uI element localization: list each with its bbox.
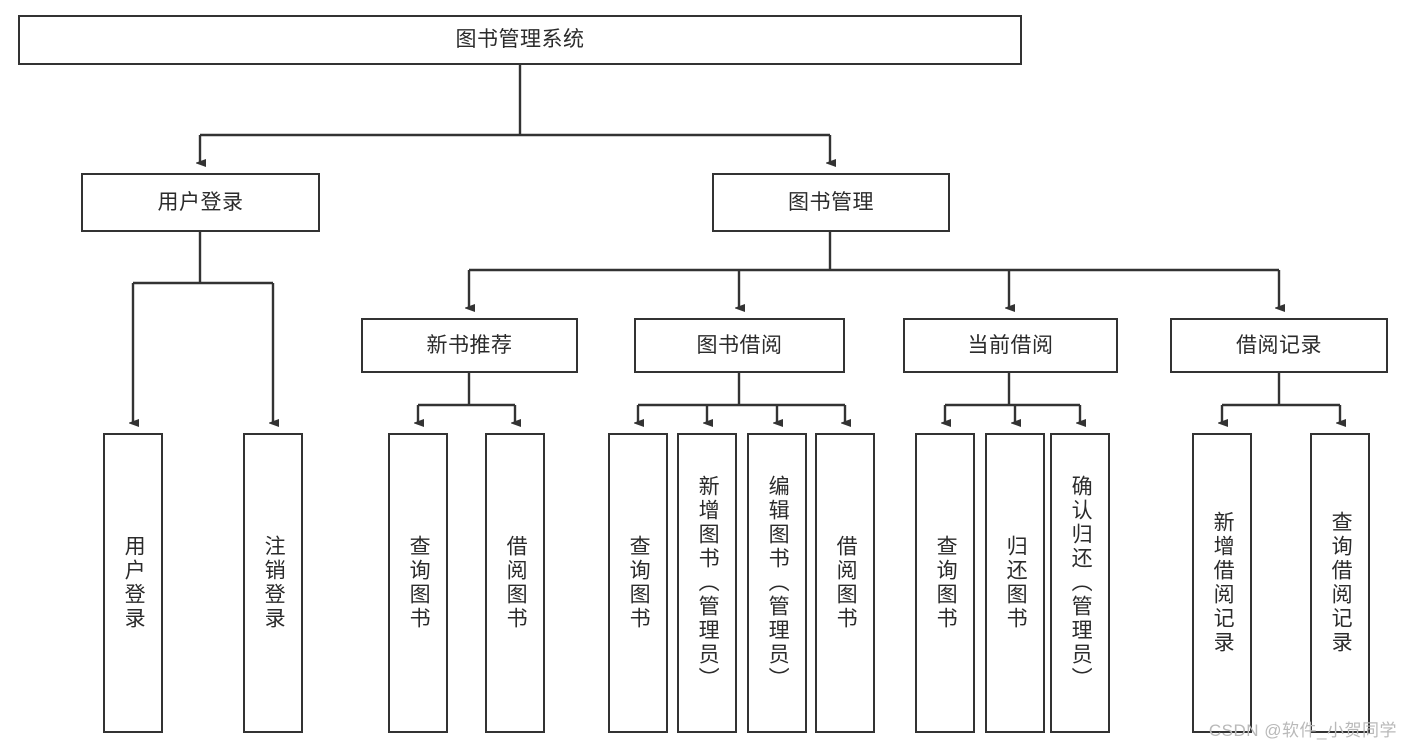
leaf-label: 新增图书（管理员） — [696, 475, 720, 691]
node-current-borrow[interactable]: 当前借阅 — [903, 318, 1118, 373]
node-borrow-record-label: 借阅记录 — [1236, 333, 1322, 357]
leaf-label: 新增借阅记录 — [1211, 511, 1235, 655]
node-book-borrow-label: 图书借阅 — [696, 333, 783, 357]
leaf-current-borrow-3[interactable]: 确认归还（管理员） — [1050, 433, 1110, 733]
leaf-book-borrow-4[interactable]: 借阅图书 — [815, 433, 875, 733]
leaf-label: 借阅图书 — [834, 535, 858, 631]
leaf-label: 注销登录 — [262, 535, 286, 631]
node-book-management[interactable]: 图书管理 — [712, 173, 950, 232]
node-new-book-recommend-label: 新书推荐 — [426, 333, 513, 357]
leaf-borrow-record-2[interactable]: 查询借阅记录 — [1310, 433, 1370, 733]
leaf-label: 借阅图书 — [504, 535, 528, 631]
node-borrow-record[interactable]: 借阅记录 — [1170, 318, 1388, 373]
leaf-user-login-2[interactable]: 注销登录 — [243, 433, 303, 733]
leaf-current-borrow-1[interactable]: 查询图书 — [915, 433, 975, 733]
leaf-label: 用户登录 — [122, 535, 146, 631]
node-root-label: 图书管理系统 — [455, 28, 585, 52]
node-user-login[interactable]: 用户登录 — [81, 173, 320, 232]
node-book-borrow[interactable]: 图书借阅 — [634, 318, 845, 373]
leaf-label: 归还图书 — [1004, 535, 1028, 631]
leaf-book-borrow-2[interactable]: 新增图书（管理员） — [677, 433, 737, 733]
node-book-management-label: 图书管理 — [788, 190, 874, 214]
leaf-new-book-1[interactable]: 查询图书 — [388, 433, 448, 733]
leaf-book-borrow-3[interactable]: 编辑图书（管理员） — [747, 433, 807, 733]
leaf-book-borrow-1[interactable]: 查询图书 — [608, 433, 668, 733]
leaf-new-book-2[interactable]: 借阅图书 — [485, 433, 545, 733]
leaf-current-borrow-2[interactable]: 归还图书 — [985, 433, 1045, 733]
leaf-label: 编辑图书（管理员） — [766, 475, 790, 691]
leaf-label: 查询借阅记录 — [1329, 511, 1353, 655]
leaf-label: 查询图书 — [627, 535, 651, 631]
node-new-book-recommend[interactable]: 新书推荐 — [361, 318, 578, 373]
node-user-login-label: 用户登录 — [157, 190, 244, 214]
leaf-label: 查询图书 — [407, 535, 431, 631]
node-current-borrow-label: 当前借阅 — [967, 333, 1054, 357]
leaf-user-login-1[interactable]: 用户登录 — [103, 433, 163, 733]
leaf-label: 确认归还（管理员） — [1069, 475, 1093, 691]
leaf-label: 查询图书 — [934, 535, 958, 631]
node-root[interactable]: 图书管理系统 — [18, 15, 1022, 65]
leaf-borrow-record-1[interactable]: 新增借阅记录 — [1192, 433, 1252, 733]
